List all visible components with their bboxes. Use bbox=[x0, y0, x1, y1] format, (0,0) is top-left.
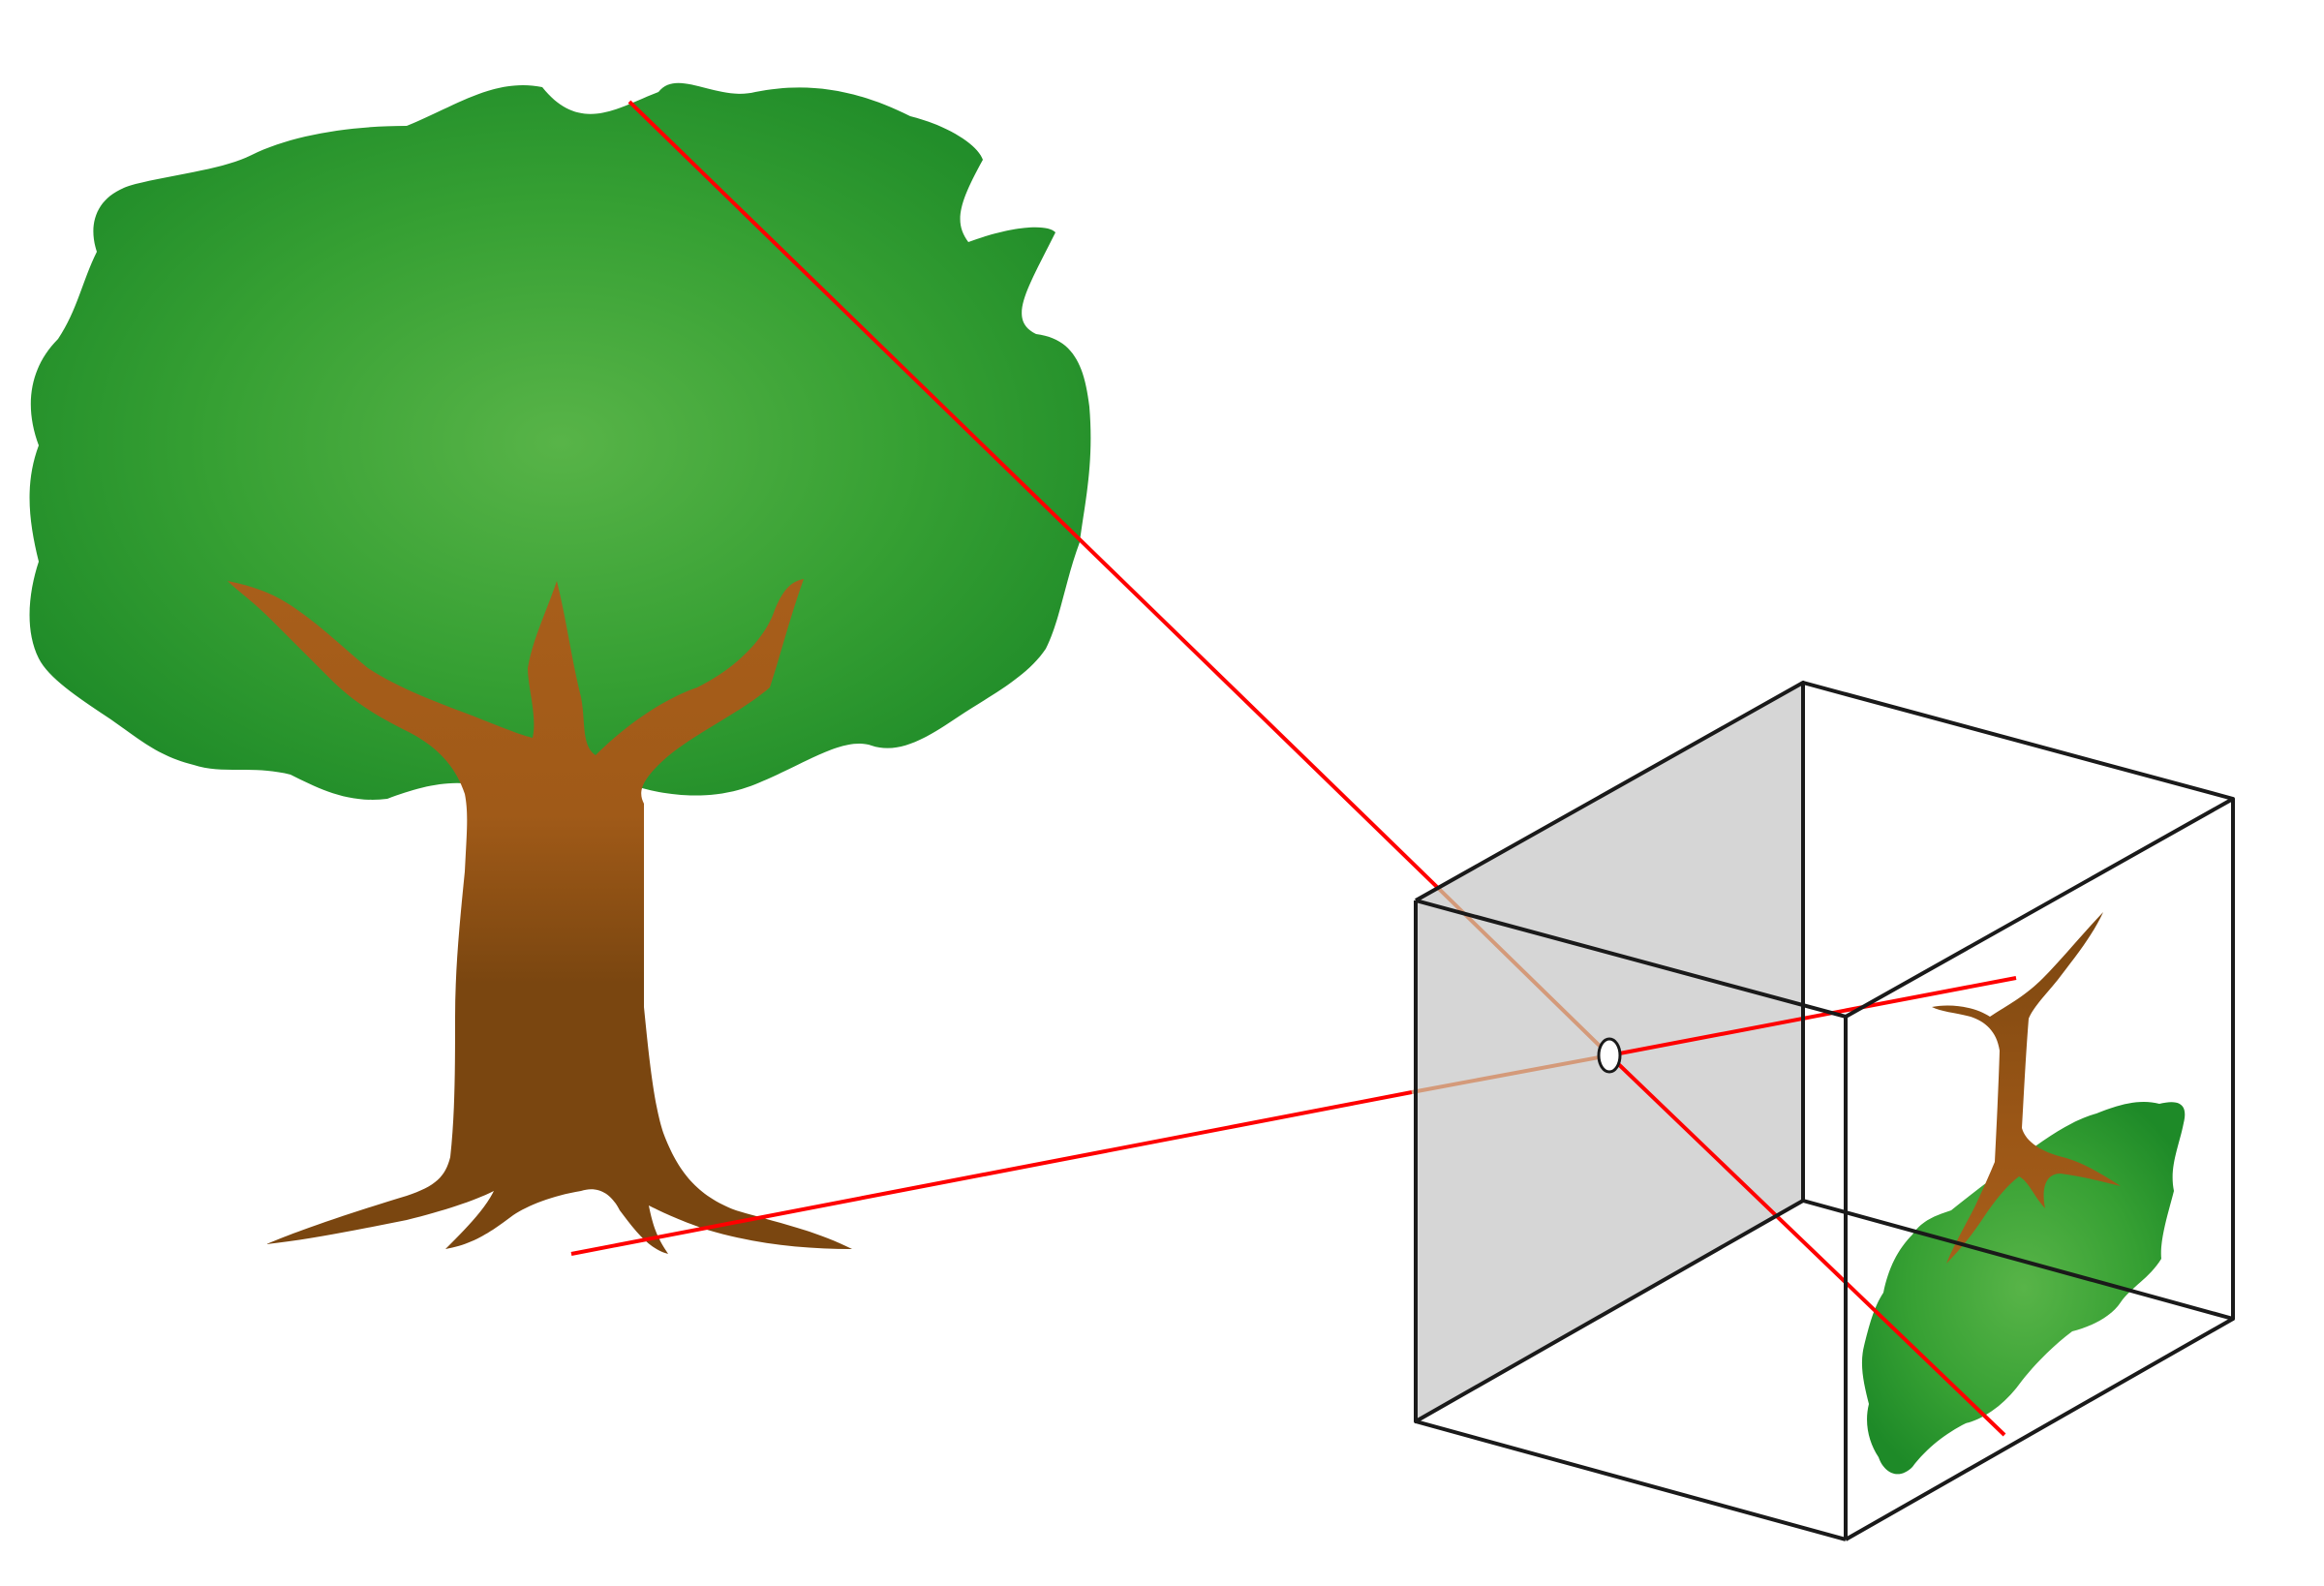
tree-trunk bbox=[228, 579, 852, 1254]
bottom-ray-inside bbox=[1411, 1053, 1610, 1094]
box-edge-top-left bbox=[1415, 899, 1847, 1019]
box-edge-bottom-left bbox=[1415, 1419, 1847, 1541]
tree bbox=[29, 82, 1091, 1254]
rays-inside bbox=[1411, 887, 1611, 1094]
inverted-tree-image bbox=[1861, 912, 2186, 1475]
top-ray bbox=[627, 100, 1441, 891]
bottom-ray-to-image bbox=[1608, 976, 2017, 1057]
top-ray-inside bbox=[1437, 887, 1611, 1057]
inverted-tree-foliage bbox=[1861, 1102, 2186, 1475]
rays-to-image bbox=[1607, 976, 2017, 1437]
bottom-ray bbox=[570, 1090, 1413, 1256]
box-edge-top-right bbox=[1845, 797, 2234, 1019]
box-edge-back bbox=[1802, 681, 2235, 1321]
box-edge-bottom-right bbox=[1845, 1317, 2234, 1541]
top-ray-to-image bbox=[1607, 1053, 2006, 1437]
pinhole bbox=[1597, 1037, 1622, 1074]
box-edges bbox=[1414, 681, 2235, 1541]
rays-outside bbox=[570, 100, 1441, 1256]
